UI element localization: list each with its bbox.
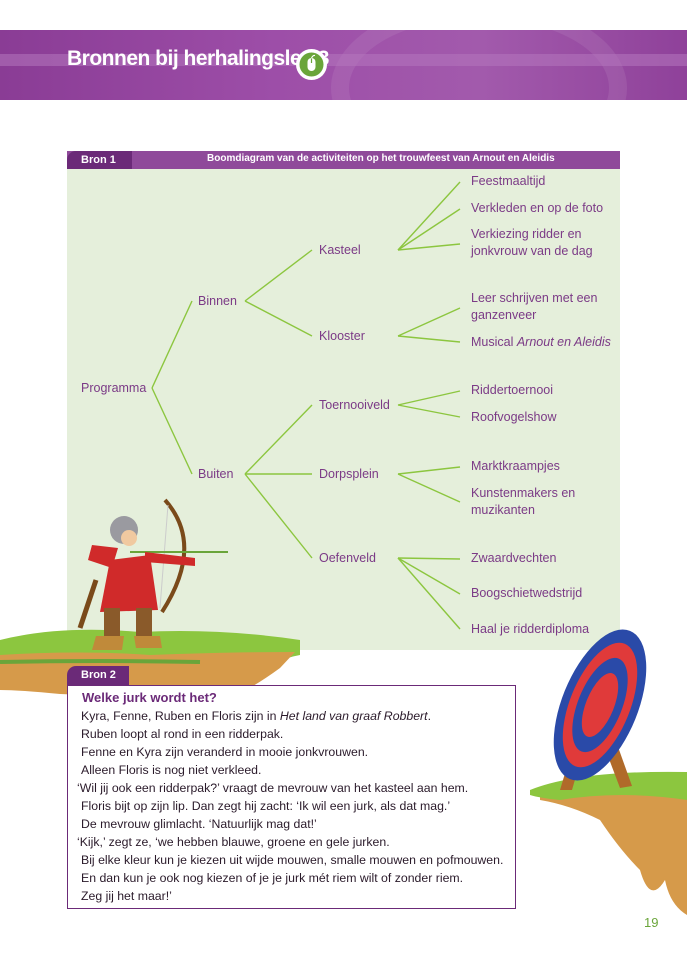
- story-line-1-c: .: [428, 709, 431, 723]
- story-line-10: En dan kun je ook nog kiezen of je je ju…: [81, 871, 463, 885]
- story-line-1-a: Kyra, Fenne, Ruben en Floris zijn in: [81, 709, 280, 723]
- archer-illustration: [80, 500, 228, 650]
- story-line-11: Zeg jij het maar!’: [81, 889, 172, 903]
- story-line-5: ‘Wil jij ook een ridderpak?’ vraagt de m…: [77, 781, 468, 795]
- story-line-8: ‘Kijk,’ zegt ze, ‘we hebben blauwe, groe…: [77, 835, 390, 849]
- story-line-2: Ruben loopt al rond in een ridderpak.: [81, 727, 283, 741]
- story-line-4: Alleen Floris is nog niet verkleed.: [81, 763, 261, 777]
- story-line-3: Fenne en Kyra zijn veranderd in mooie jo…: [81, 745, 368, 759]
- story-heading: Welke jurk wordt het?: [82, 690, 217, 705]
- bron2-tab: Bron 2: [67, 666, 129, 685]
- archery-target-illustration: [535, 617, 665, 794]
- bron2-story-box: Welke jurk wordt het? Kyra, Fenne, Ruben…: [67, 685, 516, 909]
- story-line-1: Kyra, Fenne, Ruben en Floris zijn in Het…: [81, 709, 431, 723]
- story-line-7: De mevrouw glimlacht. ‘Natuurlijk mag da…: [81, 817, 317, 831]
- story-line-6: Floris bijt op zijn lip. Dan zegt hij za…: [81, 799, 450, 813]
- story-book-title: Het land van graaf Robbert: [280, 709, 428, 723]
- right-cliff-illustration: [530, 772, 687, 915]
- story-line-9: Bij elke kleur kun je kiezen uit wijde m…: [81, 853, 503, 867]
- page-number: 19: [644, 915, 658, 930]
